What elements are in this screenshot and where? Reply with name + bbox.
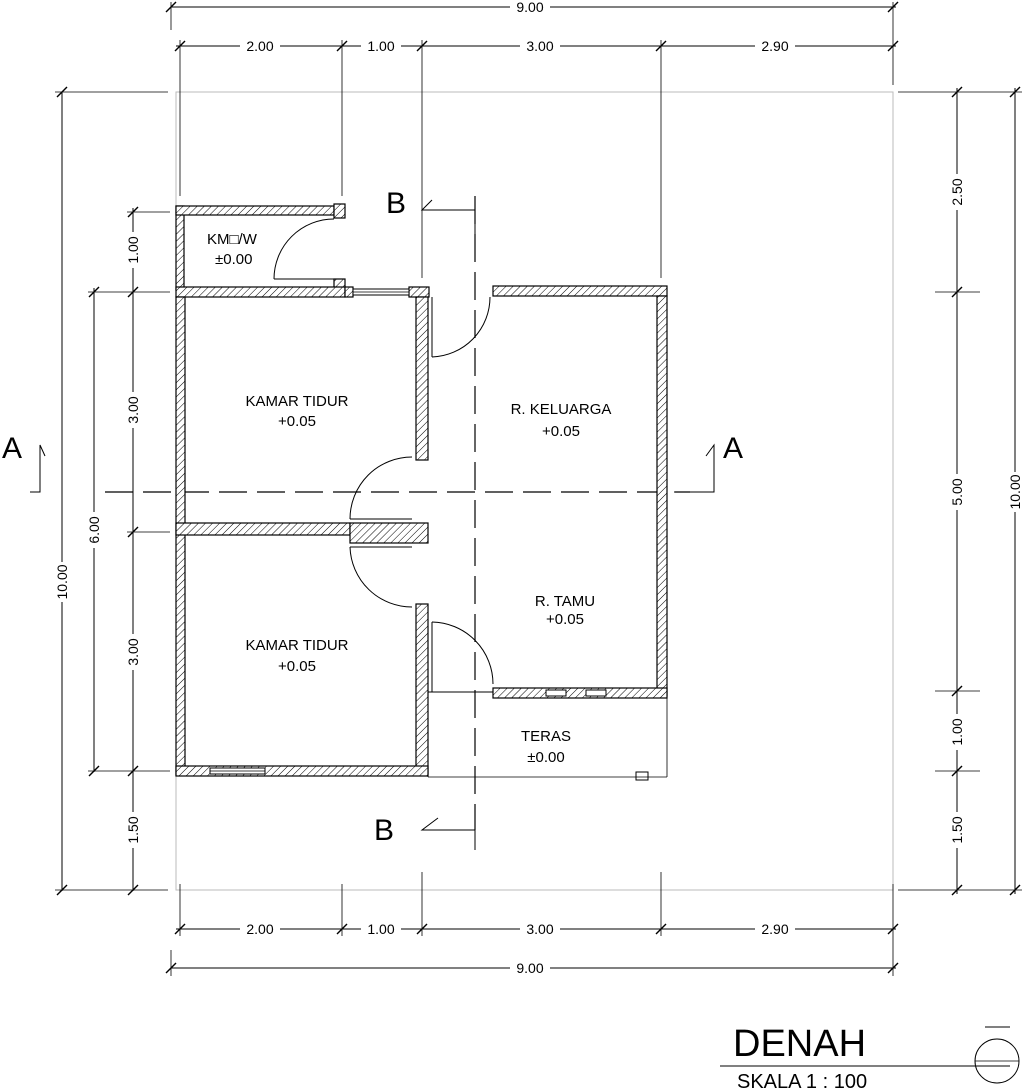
bedroom-1-name: KAMAR TIDUR <box>245 393 348 410</box>
right-dim-4: 1.50 <box>949 816 965 843</box>
left-dimensions: 10.00 6.00 1.00 3.00 3.00 1.50 <box>54 86 170 896</box>
left-dim-1: 1.00 <box>125 236 141 263</box>
drawing-title: DENAH <box>733 1023 866 1065</box>
left-outer-dim: 10.00 <box>54 564 70 599</box>
title-block: DENAH SKALA 1 : 100 <box>720 1023 1020 1092</box>
family-room-level: +0.05 <box>542 423 580 440</box>
kmw-name: KM□/W <box>207 231 258 248</box>
right-dim-2: 5.00 <box>949 478 965 505</box>
right-dim-1: 2.50 <box>949 178 965 205</box>
guest-room-level: +0.05 <box>546 611 584 628</box>
drawing-scale: SKALA 1 : 100 <box>737 1071 867 1092</box>
bottom-dimensions: 2.00 1.00 3.00 2.90 9.00 <box>165 872 899 976</box>
family-room-name: R. KELUARGA <box>511 401 612 418</box>
kmw-level: ±0.00 <box>215 251 252 268</box>
bottom-dim-2: 1.00 <box>367 921 394 937</box>
room-labels: KM□/W ±0.00 KAMAR TIDUR +0.05 R. KELUARG… <box>207 231 611 766</box>
right-dim-3: 1.00 <box>949 718 965 745</box>
left-dim-4: 1.50 <box>125 816 141 843</box>
section-a-left-label: A <box>2 432 22 465</box>
top-dimensions: 9.00 2.00 1.00 3.00 2.90 <box>165 0 899 278</box>
left-dim-2: 3.00 <box>125 396 141 423</box>
section-b-top-label: B <box>386 187 406 220</box>
top-dim-3: 3.00 <box>526 38 553 54</box>
walls <box>175 203 668 777</box>
bottom-total-dim: 9.00 <box>516 960 543 976</box>
terrace-outline <box>427 698 668 778</box>
bottom-dim-3: 3.00 <box>526 921 553 937</box>
top-dim-4: 2.90 <box>761 38 788 54</box>
section-b-bottom-label: B <box>374 814 394 847</box>
top-dim-2: 1.00 <box>367 38 394 54</box>
bottom-dim-1: 2.00 <box>246 921 273 937</box>
right-outer-dim: 10.00 <box>1007 474 1023 509</box>
top-dim-1: 2.00 <box>246 38 273 54</box>
bedroom-2-level: +0.05 <box>278 658 316 675</box>
bedroom-1-level: +0.05 <box>278 413 316 430</box>
doors <box>273 218 494 693</box>
guest-room-name: R. TAMU <box>535 593 595 610</box>
left-dim-3: 3.00 <box>125 638 141 665</box>
section-lines <box>30 196 715 850</box>
bedroom-2-name: KAMAR TIDUR <box>245 637 348 654</box>
top-total-dim: 9.00 <box>516 0 543 15</box>
right-dimensions: 2.50 5.00 1.00 1.50 10.00 <box>898 86 1023 896</box>
left-mid-dim: 6.00 <box>86 516 102 543</box>
bottom-dim-4: 2.90 <box>761 921 788 937</box>
section-a-right-label: A <box>723 432 743 465</box>
terrace-level: ±0.00 <box>527 749 564 766</box>
windows <box>209 288 649 781</box>
terrace-name: TERAS <box>521 728 571 745</box>
